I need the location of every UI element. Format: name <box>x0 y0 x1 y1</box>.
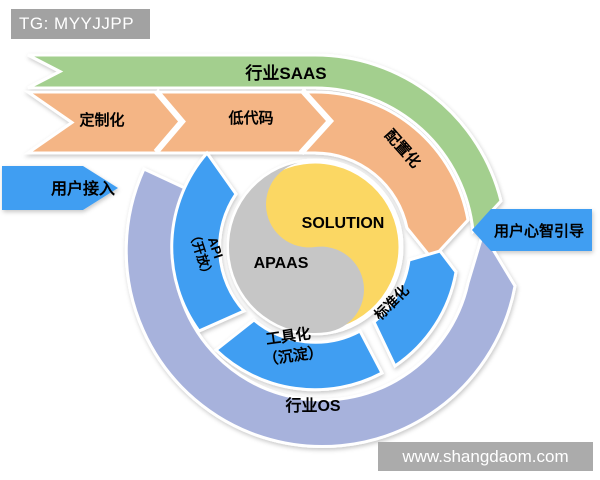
user-access-arrow <box>2 166 118 210</box>
user-access-label: 用户接入 <box>51 179 115 198</box>
apaas-core-label: APAAS <box>254 255 309 272</box>
standardization-segment <box>372 249 458 369</box>
custom-segment-label: 定制化 <box>79 111 124 129</box>
api-segment <box>170 150 247 333</box>
industry-os-label: 行业OS <box>284 396 340 415</box>
toolization-segment <box>213 318 385 392</box>
apaas-core <box>229 161 364 333</box>
segment-separator <box>153 89 186 154</box>
solution-core-label: SOLUTION <box>302 215 385 232</box>
segment-separator <box>298 87 335 156</box>
core-yin-yang <box>226 158 404 336</box>
industry-saas-label: 行业SAAS <box>244 63 326 83</box>
user-mind-guidance-label: 用户心智引导 <box>494 222 584 240</box>
low-code-segment-label: 低代码 <box>227 109 273 127</box>
industry-os-band <box>124 167 517 448</box>
user-mind-guidance-arrow <box>472 209 592 251</box>
site-watermark: www.shangdaom.com <box>378 442 593 471</box>
api-line1: API <box>205 235 226 260</box>
saas-process-band <box>23 90 470 262</box>
telegram-tag-badge: TG: MYYJJPP <box>11 9 150 39</box>
